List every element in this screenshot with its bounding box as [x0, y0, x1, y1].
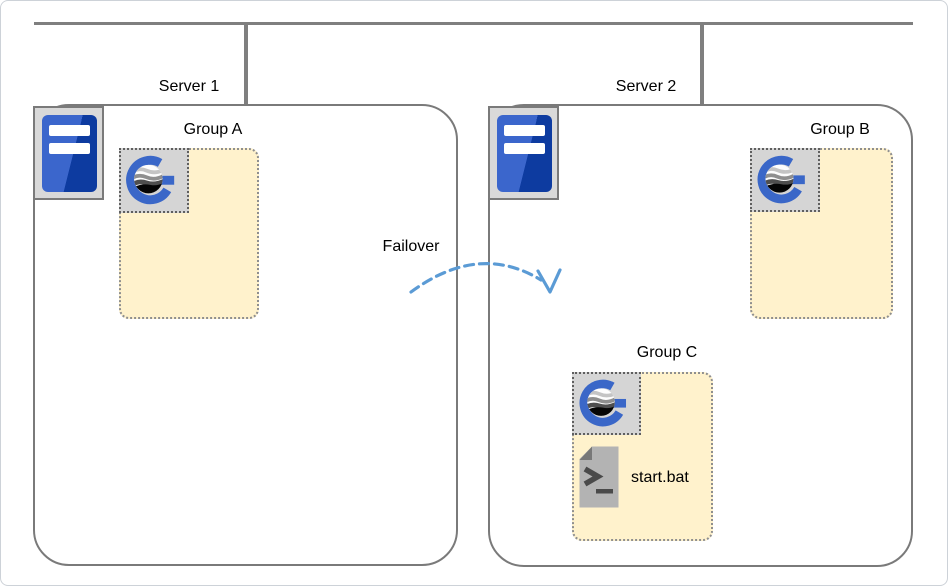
- server1-icon: [33, 106, 104, 200]
- group-b-logo-icon: [750, 148, 820, 212]
- failover-arrow: [409, 262, 562, 294]
- server1-label: Server 1: [158, 78, 220, 95]
- group-c-logo-icon: [572, 372, 641, 435]
- server-icon-body: [42, 115, 97, 192]
- server2-label: Server 2: [615, 78, 677, 95]
- failover-label: Failover: [382, 238, 440, 255]
- server-icon-body: [497, 115, 552, 192]
- server2-connector-line: [700, 22, 704, 105]
- group-c-label: Group C: [636, 344, 698, 361]
- server1-connector-line: [244, 22, 248, 105]
- group-b-label: Group B: [810, 121, 870, 138]
- start-bat-label: start.bat: [631, 469, 689, 486]
- group-a-label: Group A: [183, 121, 243, 138]
- server-slot: [49, 125, 90, 136]
- server-slot: [504, 125, 545, 136]
- server-slot: [504, 143, 545, 154]
- group-a-logo-icon: [119, 148, 189, 213]
- server-slot: [49, 143, 90, 154]
- network-bus-line: [34, 22, 913, 25]
- batch-file-icon: [579, 446, 619, 508]
- server2-icon: [488, 106, 559, 200]
